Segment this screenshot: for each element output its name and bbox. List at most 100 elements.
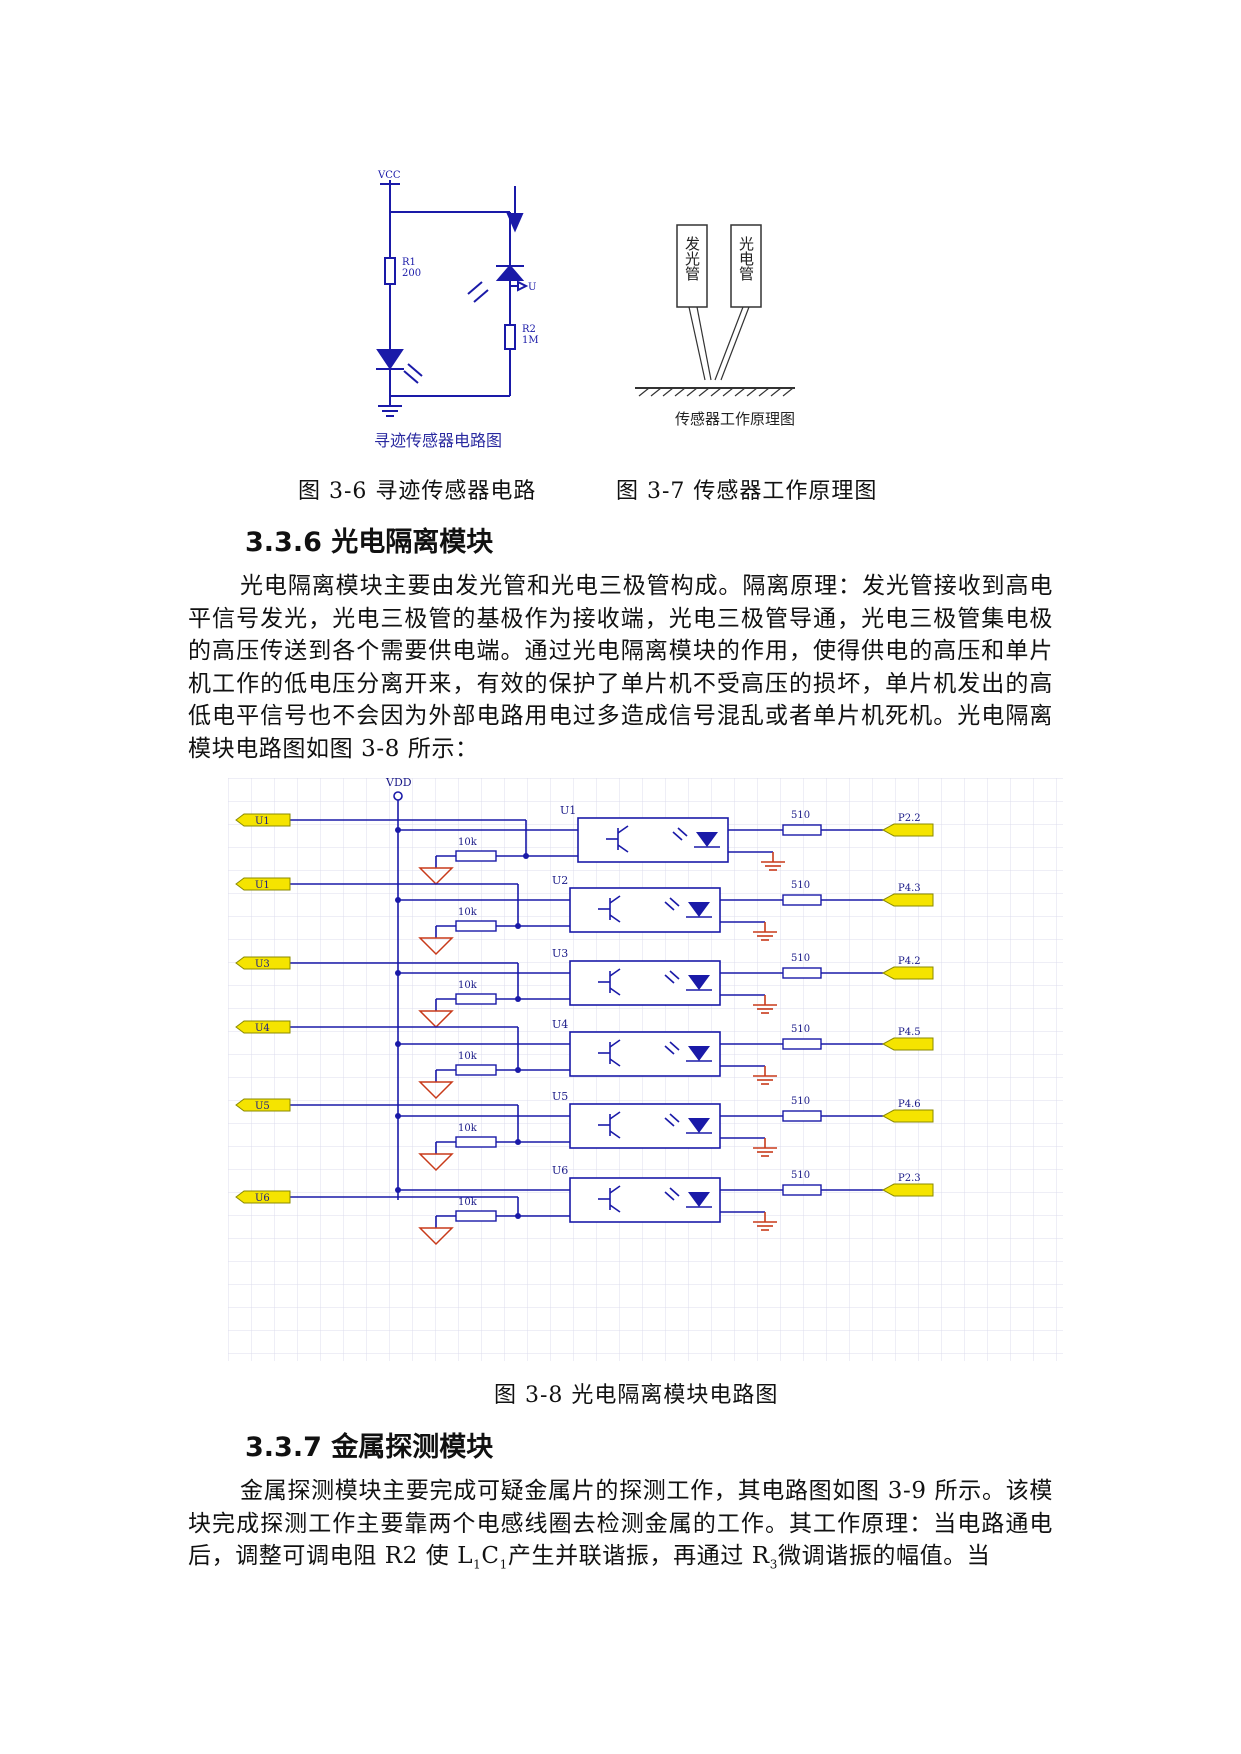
light-ray	[664, 1191, 675, 1201]
transistor-collector	[609, 968, 621, 977]
input-port-label: U4	[255, 1023, 270, 1034]
transistor-emitter	[609, 1130, 621, 1139]
chip-label: U5	[552, 1090, 568, 1103]
u-node-label: U	[528, 282, 536, 293]
symbol-r: R	[751, 1543, 770, 1570]
light-ray	[664, 1117, 675, 1127]
r1-value: 200	[402, 268, 421, 279]
series-resistor	[782, 1038, 822, 1050]
series-resistor	[782, 1110, 822, 1122]
series-resistor-value: 510	[791, 880, 810, 891]
section-3-3-6-body: 光电隔离模块主要由发光管和光电三极管构成。隔离原理：发光管接收到高电平信号发光，…	[188, 570, 1053, 766]
series-resistor-value: 510	[791, 1024, 810, 1035]
light-ray	[669, 1187, 680, 1197]
symbol-l-subscript: 1	[473, 1557, 482, 1572]
paragraph-metal-detector: 金属探测模块主要完成可疑金属片的探测工作，其电路图如图 3-9 所示。该模块完成…	[188, 1475, 1053, 1581]
light-ray	[669, 1113, 680, 1123]
series-resistor-value: 510	[791, 810, 810, 821]
input-port-label: U1	[255, 816, 270, 827]
output-port-label: P4.6	[898, 1099, 921, 1110]
input-port-label: U6	[255, 1193, 270, 1204]
ground-triangle	[418, 1010, 454, 1029]
pulldown-resistor	[455, 920, 497, 932]
pulldown-resistor	[455, 1210, 497, 1222]
input-port	[235, 1098, 291, 1112]
light-ray	[669, 1041, 680, 1051]
output-port	[881, 823, 934, 837]
pulldown-resistor-value: 10k	[458, 837, 478, 848]
junction-dot	[395, 897, 401, 903]
input-port	[235, 956, 291, 970]
symbol-l: L	[457, 1543, 474, 1570]
pulldown-resistor-value: 10k	[458, 1123, 478, 1134]
output-port-label: P4.2	[898, 956, 921, 967]
light-ray	[669, 970, 680, 980]
transistor-emitter	[617, 844, 629, 853]
output-port	[881, 1037, 934, 1051]
figure-3-7-sensor-principle: 发光管 光电管 传感器工作原理图	[635, 224, 795, 428]
figure-3-6-tracking-sensor-circuit: VCC R1 200 R2 1M U 寻迹传感器电路图	[374, 170, 539, 450]
paragraph-optocoupler: 光电隔离模块主要由发光管和光电三极管构成。隔离原理：发光管接收到高电平信号发光，…	[188, 573, 1053, 762]
led-symbol	[688, 975, 710, 990]
output-port-label: P2.3	[898, 1173, 921, 1184]
vdd-terminal	[393, 791, 403, 801]
junction-dot	[395, 827, 401, 833]
section-3-3-7-body: 金属探测模块主要完成可疑金属片的探测工作，其电路图如图 3-9 所示。该模块完成…	[188, 1475, 1053, 1581]
input-port	[235, 1190, 291, 1204]
pulldown-resistor-value: 10k	[458, 980, 478, 991]
light-ray	[664, 974, 675, 984]
section-heading-3-3-6: 3.3.6 光电隔离模块	[245, 527, 494, 558]
ground-triangle	[418, 937, 454, 956]
output-port	[881, 966, 934, 980]
chip-label: U4	[552, 1018, 568, 1031]
ground-triangle	[418, 1081, 454, 1100]
junction-dot	[395, 1041, 401, 1047]
output-port-label: P4.3	[898, 883, 921, 894]
vcc-label: VCC	[377, 170, 401, 181]
chip-label: U1	[560, 804, 576, 817]
ground-triangle	[418, 1227, 454, 1246]
transistor-collector	[609, 1185, 621, 1194]
paragraph-part-3: 微调谐振的幅值。当	[777, 1543, 991, 1570]
output-port	[881, 893, 934, 907]
caption-figure-3-8: 图 3-8 光电隔离模块电路图	[494, 1383, 779, 1408]
transistor-emitter	[609, 987, 621, 996]
series-resistor	[782, 967, 822, 979]
symbol-c-subscript: 1	[499, 1557, 508, 1572]
symbol-c: C	[481, 1543, 500, 1570]
pulldown-resistor	[455, 850, 497, 862]
led-symbol	[688, 902, 710, 917]
led-symbol	[688, 1118, 710, 1133]
junction-dot	[395, 1187, 401, 1193]
vdd-label: VDD	[385, 778, 412, 789]
receiver-label: 光电管	[737, 236, 755, 281]
light-ray	[669, 897, 680, 907]
paragraph-part-1: 金属探测模块主要完成可疑金属片的探测工作，其电路图如图 3-9 所示。该模块完成…	[188, 1478, 1053, 1570]
pulldown-resistor	[455, 993, 497, 1005]
r1-label: R1	[402, 257, 416, 268]
pulldown-resistor	[455, 1064, 497, 1076]
receiver-box	[730, 224, 762, 308]
emitter-label: 发光管	[683, 236, 701, 281]
series-resistor	[782, 894, 822, 906]
transistor-collector	[609, 895, 621, 904]
pulldown-resistor-value: 10k	[458, 907, 478, 918]
series-resistor	[782, 824, 822, 836]
output-port-label: P2.2	[898, 813, 921, 824]
chip-label: U2	[552, 874, 568, 887]
output-port	[881, 1109, 934, 1123]
series-resistor-value: 510	[791, 1096, 810, 1107]
pulldown-resistor-value: 10k	[458, 1197, 478, 1208]
caption-figure-3-7: 图 3-7 传感器工作原理图	[616, 479, 878, 504]
transistor-emitter	[609, 1204, 621, 1213]
output-port-label: P4.5	[898, 1027, 921, 1038]
light-ray	[672, 831, 683, 841]
transistor-emitter	[609, 914, 621, 923]
output-port	[881, 1183, 934, 1197]
emitter-box	[676, 224, 708, 308]
chip-label: U6	[552, 1164, 568, 1177]
pulldown-resistor	[455, 1136, 497, 1148]
series-resistor	[782, 1184, 822, 1196]
transistor-collector	[609, 1039, 621, 1048]
ground-triangle	[418, 867, 454, 886]
